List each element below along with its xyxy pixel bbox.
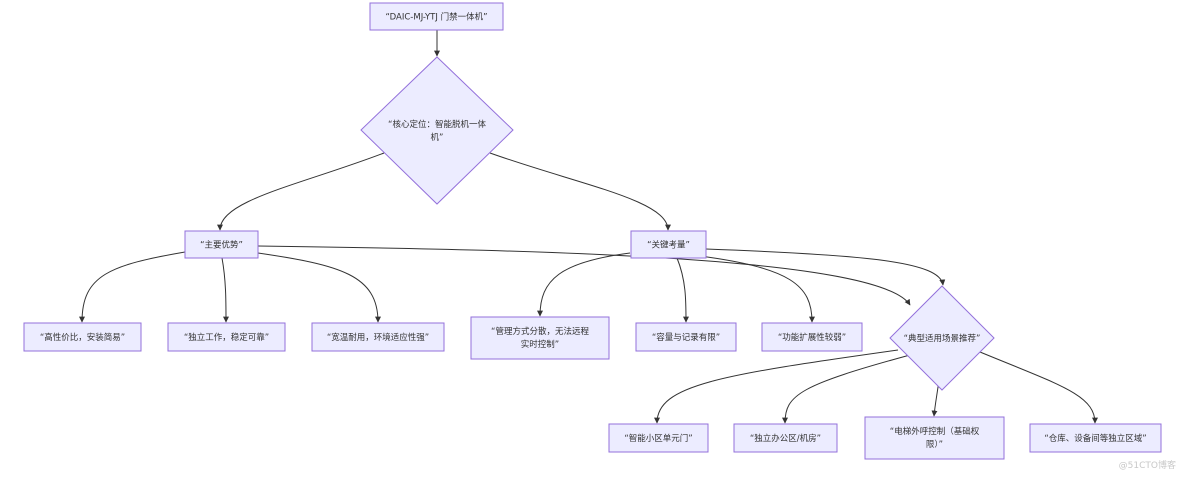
node-sc-elevator-control-line1: “电梯外呼控制（基础权 (890, 426, 980, 437)
node-adv-independent[interactable]: “独立工作，稳定可靠” (167, 322, 286, 352)
node-con-decentralized-line2: 实时控制” (521, 339, 559, 350)
node-adv-durable-label: “宽温耐用，环境适应性强” (327, 332, 429, 343)
node-con-extensibility-label: “功能扩展性较弱” (778, 332, 846, 343)
node-adv-cost-effective-label: “高性价比，安装简易” (40, 332, 125, 343)
edge-advantages-adv1 (79, 251, 186, 323)
edge-advantages-adv3 (257, 252, 381, 323)
node-typical-scenarios[interactable]: “典型适用场景推荐” (889, 285, 995, 391)
edge-advantages-adv2 (221, 257, 229, 323)
watermark-text: @51CTO博客 (1118, 461, 1176, 471)
node-typical-scenarios-label: “典型适用场景推荐” (904, 333, 981, 344)
node-sc-office-server-room-label: “独立办公区/机房” (750, 433, 821, 444)
edge-scenarios-sc4 (979, 351, 1098, 424)
node-key-considerations-label: “关键考量” (647, 240, 690, 251)
node-main-advantages-label: “主要优势” (200, 240, 243, 251)
node-sc-warehouse[interactable]: “仓库、设备间等独立区域” (1029, 423, 1162, 453)
node-core-positioning[interactable]: “核心定位：智能脱机一体 机” (360, 56, 514, 205)
node-sc-office-server-room[interactable]: “独立办公区/机房” (733, 423, 838, 453)
edge-advantages-scenarios (257, 245, 911, 306)
edge-considerations-con1 (537, 252, 631, 317)
node-con-decentralized[interactable]: “管理方式分散，无法远程 实时控制” (470, 316, 610, 360)
node-sc-warehouse-label: “仓库、设备间等独立区域” (1044, 433, 1146, 444)
node-con-extensibility[interactable]: “功能扩展性较弱” (761, 322, 863, 352)
node-adv-durable[interactable]: “宽温耐用，环境适应性强” (311, 322, 445, 352)
edge-considerations-con2 (676, 257, 689, 323)
node-main-advantages[interactable]: “主要优势” (184, 230, 259, 259)
edge-core-considerations (489, 152, 671, 231)
node-adv-cost-effective[interactable]: “高性价比，安装简易” (23, 322, 142, 352)
node-adv-independent-label: “独立工作，稳定可靠” (184, 332, 269, 343)
node-core-label-line1: “核心定位：智能脱机一体 (388, 119, 486, 130)
node-sc-residential-door-label: “智能小区单元门” (624, 433, 692, 444)
node-con-decentralized-line1: “管理方式分散，无法远程 (491, 326, 589, 337)
edge-scenarios-sc2 (782, 354, 911, 424)
edges (79, 30, 1098, 424)
node-product-label: “DAIC-MJ-YTJ 门禁一体机” (386, 12, 488, 23)
node-key-considerations[interactable]: “关键考量” (630, 230, 707, 259)
node-product[interactable]: “DAIC-MJ-YTJ 门禁一体机” (369, 2, 504, 31)
node-con-capacity[interactable]: “容量与记录有限” (635, 322, 737, 352)
node-sc-elevator-control-line2: 限）” (926, 439, 943, 450)
node-sc-residential-door[interactable]: “智能小区单元门” (608, 423, 709, 453)
node-sc-elevator-control[interactable]: “电梯外呼控制（基础权 限）” (864, 416, 1005, 460)
edge-considerations-con3 (699, 255, 815, 323)
edge-core-advantages (217, 152, 385, 231)
node-con-capacity-label: “容量与记录有限” (652, 332, 720, 343)
edge-considerations-scenarios (705, 248, 946, 286)
node-core-label-line2: 机” (431, 132, 444, 143)
edge-scenarios-sc1 (654, 349, 899, 424)
